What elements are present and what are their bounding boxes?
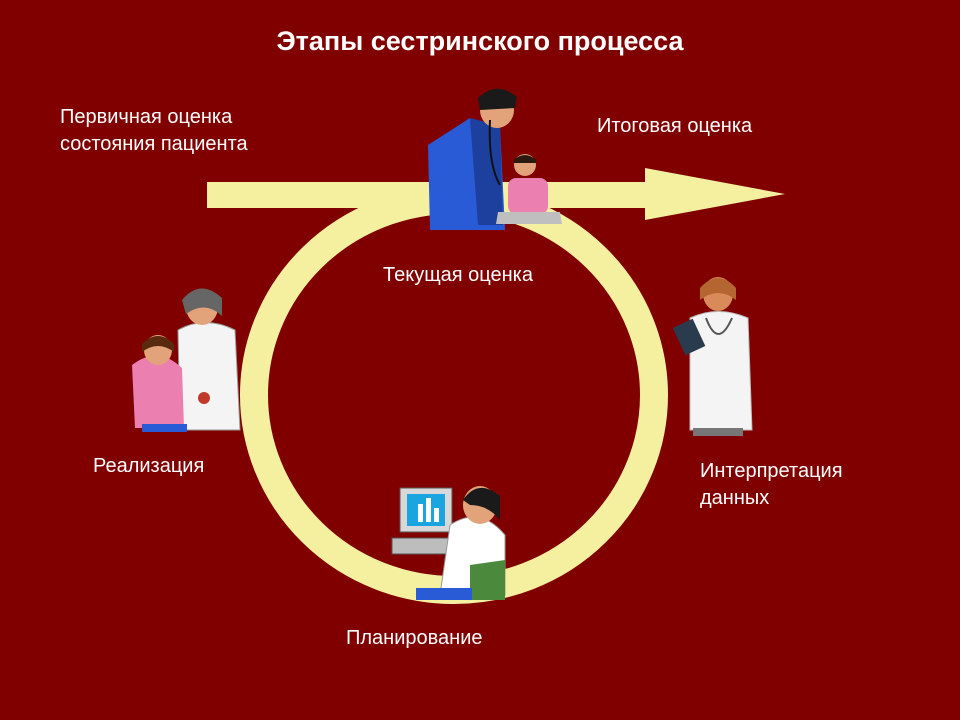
doctor-with-clipboard-icon [672,277,753,436]
label-final-assessment: Итоговая оценка [597,115,753,137]
slide-title: Этапы сестринского процесса [276,26,684,56]
label-data-interpretation: Интерпретация данных [700,460,843,509]
label-initial-assessment: Первичная оценка состояния пациента [60,106,248,155]
label-current-assessment: Текущая оценка [383,264,533,286]
label-implementation: Реализация [93,455,205,477]
nurse-with-child-icon [132,288,241,432]
nurse-at-computer-icon [391,486,506,600]
doctor-examining-child-icon [428,88,562,230]
label-planning: Планирование [346,627,483,649]
